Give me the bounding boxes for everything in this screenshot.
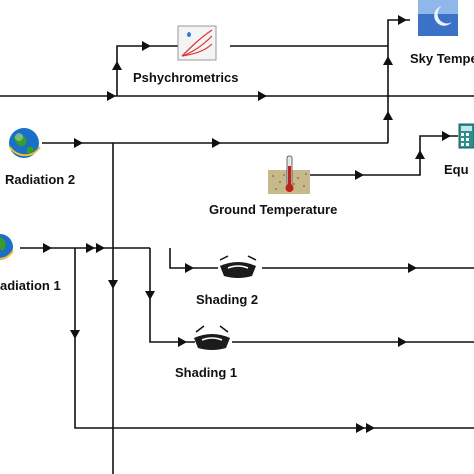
- arrow-v150: [145, 291, 155, 300]
- sky-moon-icon: [418, 0, 458, 36]
- psychrometric-chart-icon: [177, 25, 217, 61]
- arrow-rad1-1: [43, 243, 52, 253]
- arrow-bottom-2: [366, 423, 375, 433]
- equation-label: Equ: [444, 162, 469, 177]
- radiation-2-label: Radiation 2: [5, 172, 76, 187]
- wire-psychro-in: [116, 45, 178, 96]
- wire-vertical-75: [74, 248, 474, 429]
- arrow-psychro-h: [142, 41, 151, 51]
- wire-sky-vertical: [387, 19, 410, 143]
- globe-radiation-icon: [0, 234, 14, 260]
- arrow-psychro-v: [112, 61, 122, 70]
- arrow-rad1-3: [96, 243, 105, 253]
- arrow-rad2-2: [212, 138, 221, 148]
- wire-to-shading2: [149, 248, 195, 343]
- ground-thermometer-icon: [268, 155, 310, 194]
- arrow-eq-v: [415, 150, 425, 159]
- wire-ground-out: [310, 135, 458, 176]
- globe-radiation-icon: [9, 128, 41, 158]
- shading-2-label: Shading 2: [196, 292, 259, 307]
- arrow-rad1-2: [86, 243, 95, 253]
- wire-shading2-in: [169, 248, 218, 269]
- arrow-shading2-out: [408, 263, 417, 273]
- arrow-top-1: [107, 91, 116, 101]
- arrow-shading1-in: [178, 337, 187, 347]
- arrow-shading1-out: [398, 337, 407, 347]
- arrow-sky-v2: [383, 56, 393, 65]
- arrow-v75: [70, 330, 80, 339]
- shading-1-label: Shading 1: [175, 365, 238, 380]
- sky-temperature-label: Sky Tempe: [410, 51, 474, 66]
- equation-calculator-icon: [458, 123, 474, 149]
- arrow-rad2-1: [74, 138, 83, 148]
- psychrometrics-label: Pshychrometrics: [133, 70, 239, 85]
- arrow-top-2: [258, 91, 267, 101]
- radiation-1-label: adiation 1: [0, 278, 61, 293]
- arrow-v113: [108, 280, 118, 289]
- arrow-shading2-in: [185, 263, 194, 273]
- arrow-bottom-1: [356, 423, 365, 433]
- shading-mask-icon: [194, 325, 230, 350]
- arrow-sky-v1: [383, 111, 393, 120]
- shading-mask-icon: [219, 255, 257, 278]
- arrow-sky-h: [398, 15, 407, 25]
- arrow-eq-h: [442, 131, 451, 141]
- arrow-ground: [355, 170, 364, 180]
- ground-temperature-label: Ground Temperature: [209, 202, 338, 217]
